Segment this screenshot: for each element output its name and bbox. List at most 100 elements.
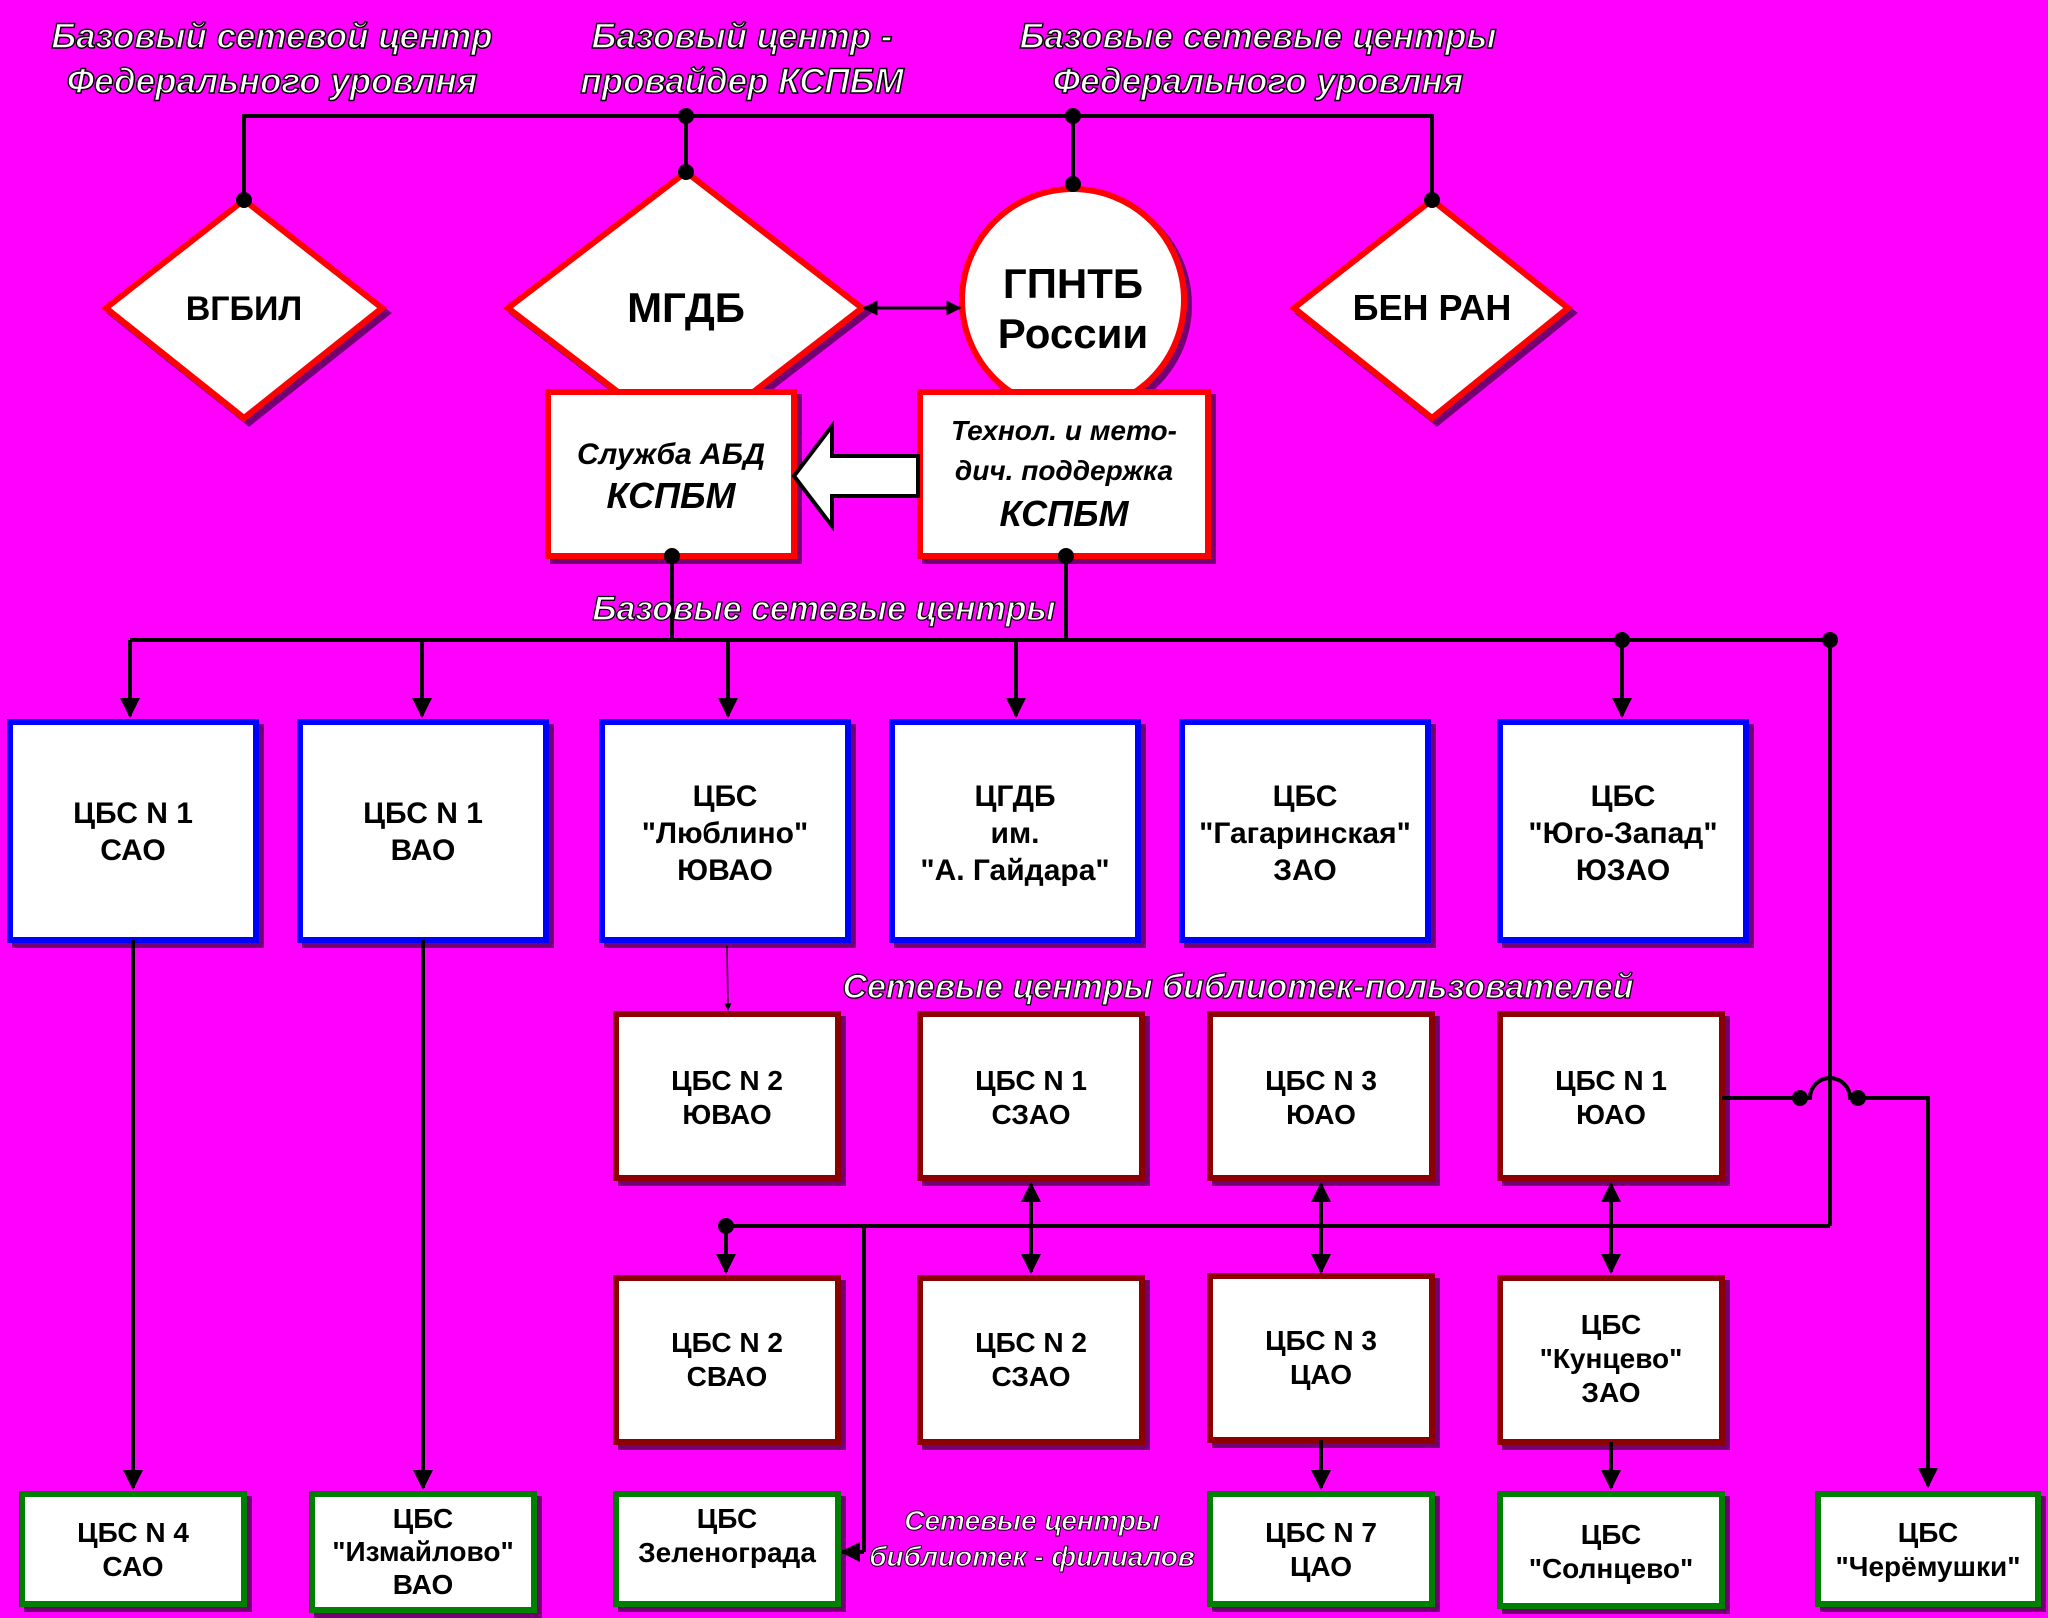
tech-support-line2: дич. поддержка [955,455,1173,486]
branch-1: ЦБС N 4 САО [19,1491,247,1607]
user-center-3: ЦБС N 3 ЮАО [1207,1011,1435,1181]
gpntb-label-line2: России [998,310,1148,357]
base-center-line2: "Юго-Запад" [1528,817,1717,850]
tech-to-abd-arrow [791,420,920,532]
base-center-district: САО [100,834,166,867]
base-center-4: ЦГДБ им. "А. Гайдара" [889,719,1141,943]
heading-right-line2: Федерального уровлня [1053,62,1463,101]
user-center-district: СЗАО [991,1361,1070,1392]
user-center-name: ЦБС N 1 [975,1065,1087,1096]
user-center-district: ЮАО [1576,1099,1646,1130]
vgbil-diamond [101,196,387,422]
lyublino-to-yuvao-link [724,945,732,1011]
user-center-box [917,1011,1145,1181]
branch-box [19,1491,247,1607]
base-center-box [7,719,259,943]
user-center-8: ЦБС "Кунцево" ЗАО [1497,1275,1725,1445]
base-center-name: ЦГДБ [974,780,1055,813]
branch-line2: "Солнцево" [1529,1553,1694,1584]
branch-line2: "Измайлово" [332,1536,514,1567]
branch-district: ЦАО [1290,1551,1352,1582]
branch-verticals [123,940,866,1562]
branch-caption-line1: Сетевые центры [904,1505,1160,1536]
branch-name: ЦБС N 7 [1265,1517,1377,1548]
branch-links [1311,1440,1621,1490]
user-center-box [1497,1011,1725,1181]
branch-5: ЦБС "Солнцево" [1497,1491,1725,1609]
branch-name: ЦБС [393,1503,453,1534]
user-center-district: ЦАО [1290,1359,1352,1390]
base-center-1: ЦБС N 1 САО [7,719,259,943]
base-center-name: ЦБС [693,780,758,813]
branch-box [309,1491,537,1613]
heading-left-line1: Базовый сетевой центр [51,17,492,56]
base-centers-caption: Базовые сетевые центры [592,590,1055,628]
base-center-box [889,719,1141,943]
base-center-district: ВАО [391,834,456,867]
branch-name: ЦБС N 4 [77,1517,189,1548]
base-center-line3: "А. Гайдара" [920,854,1109,887]
abd-service-line2: КСПБМ [606,475,736,516]
branch-4: ЦБС N 7 ЦАО [1207,1491,1435,1607]
gpntb-label-line1: ГПНТБ [1003,260,1143,307]
user-center-box [917,1275,1145,1445]
user-center-district: ЮВАО [682,1099,771,1130]
yuao-to-cheryomushki-link [1722,1076,1938,1488]
user-center-name: ЦБС N 2 [671,1327,783,1358]
user-center-name: ЦБС N 1 [1555,1065,1667,1096]
heading-center-line1: Базовый центр - [592,17,893,56]
branch-name: ЦБС [697,1503,757,1534]
branch-line2: "Черёмушки" [1836,1551,2021,1582]
user-center-1: ЦБС N 2 ЮВАО [613,1011,841,1181]
heading-left-line2: Федерального уровлня [67,62,477,101]
user-center-district: СВАО [687,1361,768,1392]
user-center-2: ЦБС N 1 СЗАО [917,1011,1145,1181]
tech-support-line1: Технол. и мето- [951,415,1177,446]
base-center-district: ЮЗАО [1576,854,1670,887]
branch-box [613,1491,841,1607]
heading-right: Базовые сетевые центры Федерального уров… [1019,16,1497,102]
ben-ran-label: БЕН РАН [1353,287,1512,328]
branch-name: ЦБС [1581,1519,1641,1550]
user-center-name: ЦБС N 2 [975,1327,1087,1358]
user-center-7: ЦБС N 3 ЦАО [1207,1273,1435,1443]
user-center-5: ЦБС N 2 СВАО [613,1275,841,1445]
base-center-line2: "Люблино" [642,817,808,850]
base-center-line2: им. [991,817,1040,850]
user-center-box [613,1011,841,1181]
user-center-line2: "Кунцево" [1540,1343,1683,1374]
base-center-name: ЦБС [1591,780,1656,813]
row-links [716,1182,1621,1274]
abd-service-box [545,389,797,559]
base-center-2: ЦБС N 1 ВАО [297,719,549,943]
base-center-name: ЦБС N 1 [73,797,193,830]
base-center-box [297,719,549,943]
heading-right-line1: Базовые сетевые центры [1020,17,1497,56]
branch-box [1497,1491,1725,1609]
mgdb-label: МГДБ [627,284,745,331]
user-center-name: ЦБС [1581,1309,1641,1340]
user-center-district: ЗАО [1581,1377,1640,1408]
branch-district: ВАО [393,1569,453,1600]
base-center-line2: "Гагаринская" [1199,817,1411,850]
base-drops [120,640,1632,718]
user-center-box [613,1275,841,1445]
tech-support-line3: КСПБМ [999,493,1129,534]
base-center-box [1497,719,1749,943]
branch-6: ЦБС "Черёмушки" [1815,1491,2041,1607]
ben-ran-diamond [1289,196,1573,422]
branch-2: ЦБС "Измайлово" ВАО [309,1491,537,1613]
branch-box [1207,1491,1435,1607]
branch-district: САО [102,1551,163,1582]
user-center-6: ЦБС N 2 СЗАО [917,1275,1145,1445]
junction-dots [236,108,1866,1234]
branch-name: ЦБС [1898,1517,1958,1548]
user-center-box [1207,1011,1435,1181]
base-center-5: ЦБС "Гагаринская" ЗАО [1179,719,1431,943]
top-bus [242,114,1434,200]
user-center-box [1497,1275,1725,1445]
abd-service-line1: Служба АБД [577,438,765,471]
base-center-district: ЮВАО [677,854,773,887]
user-center-4: ЦБС N 1 ЮАО [1497,1011,1725,1181]
